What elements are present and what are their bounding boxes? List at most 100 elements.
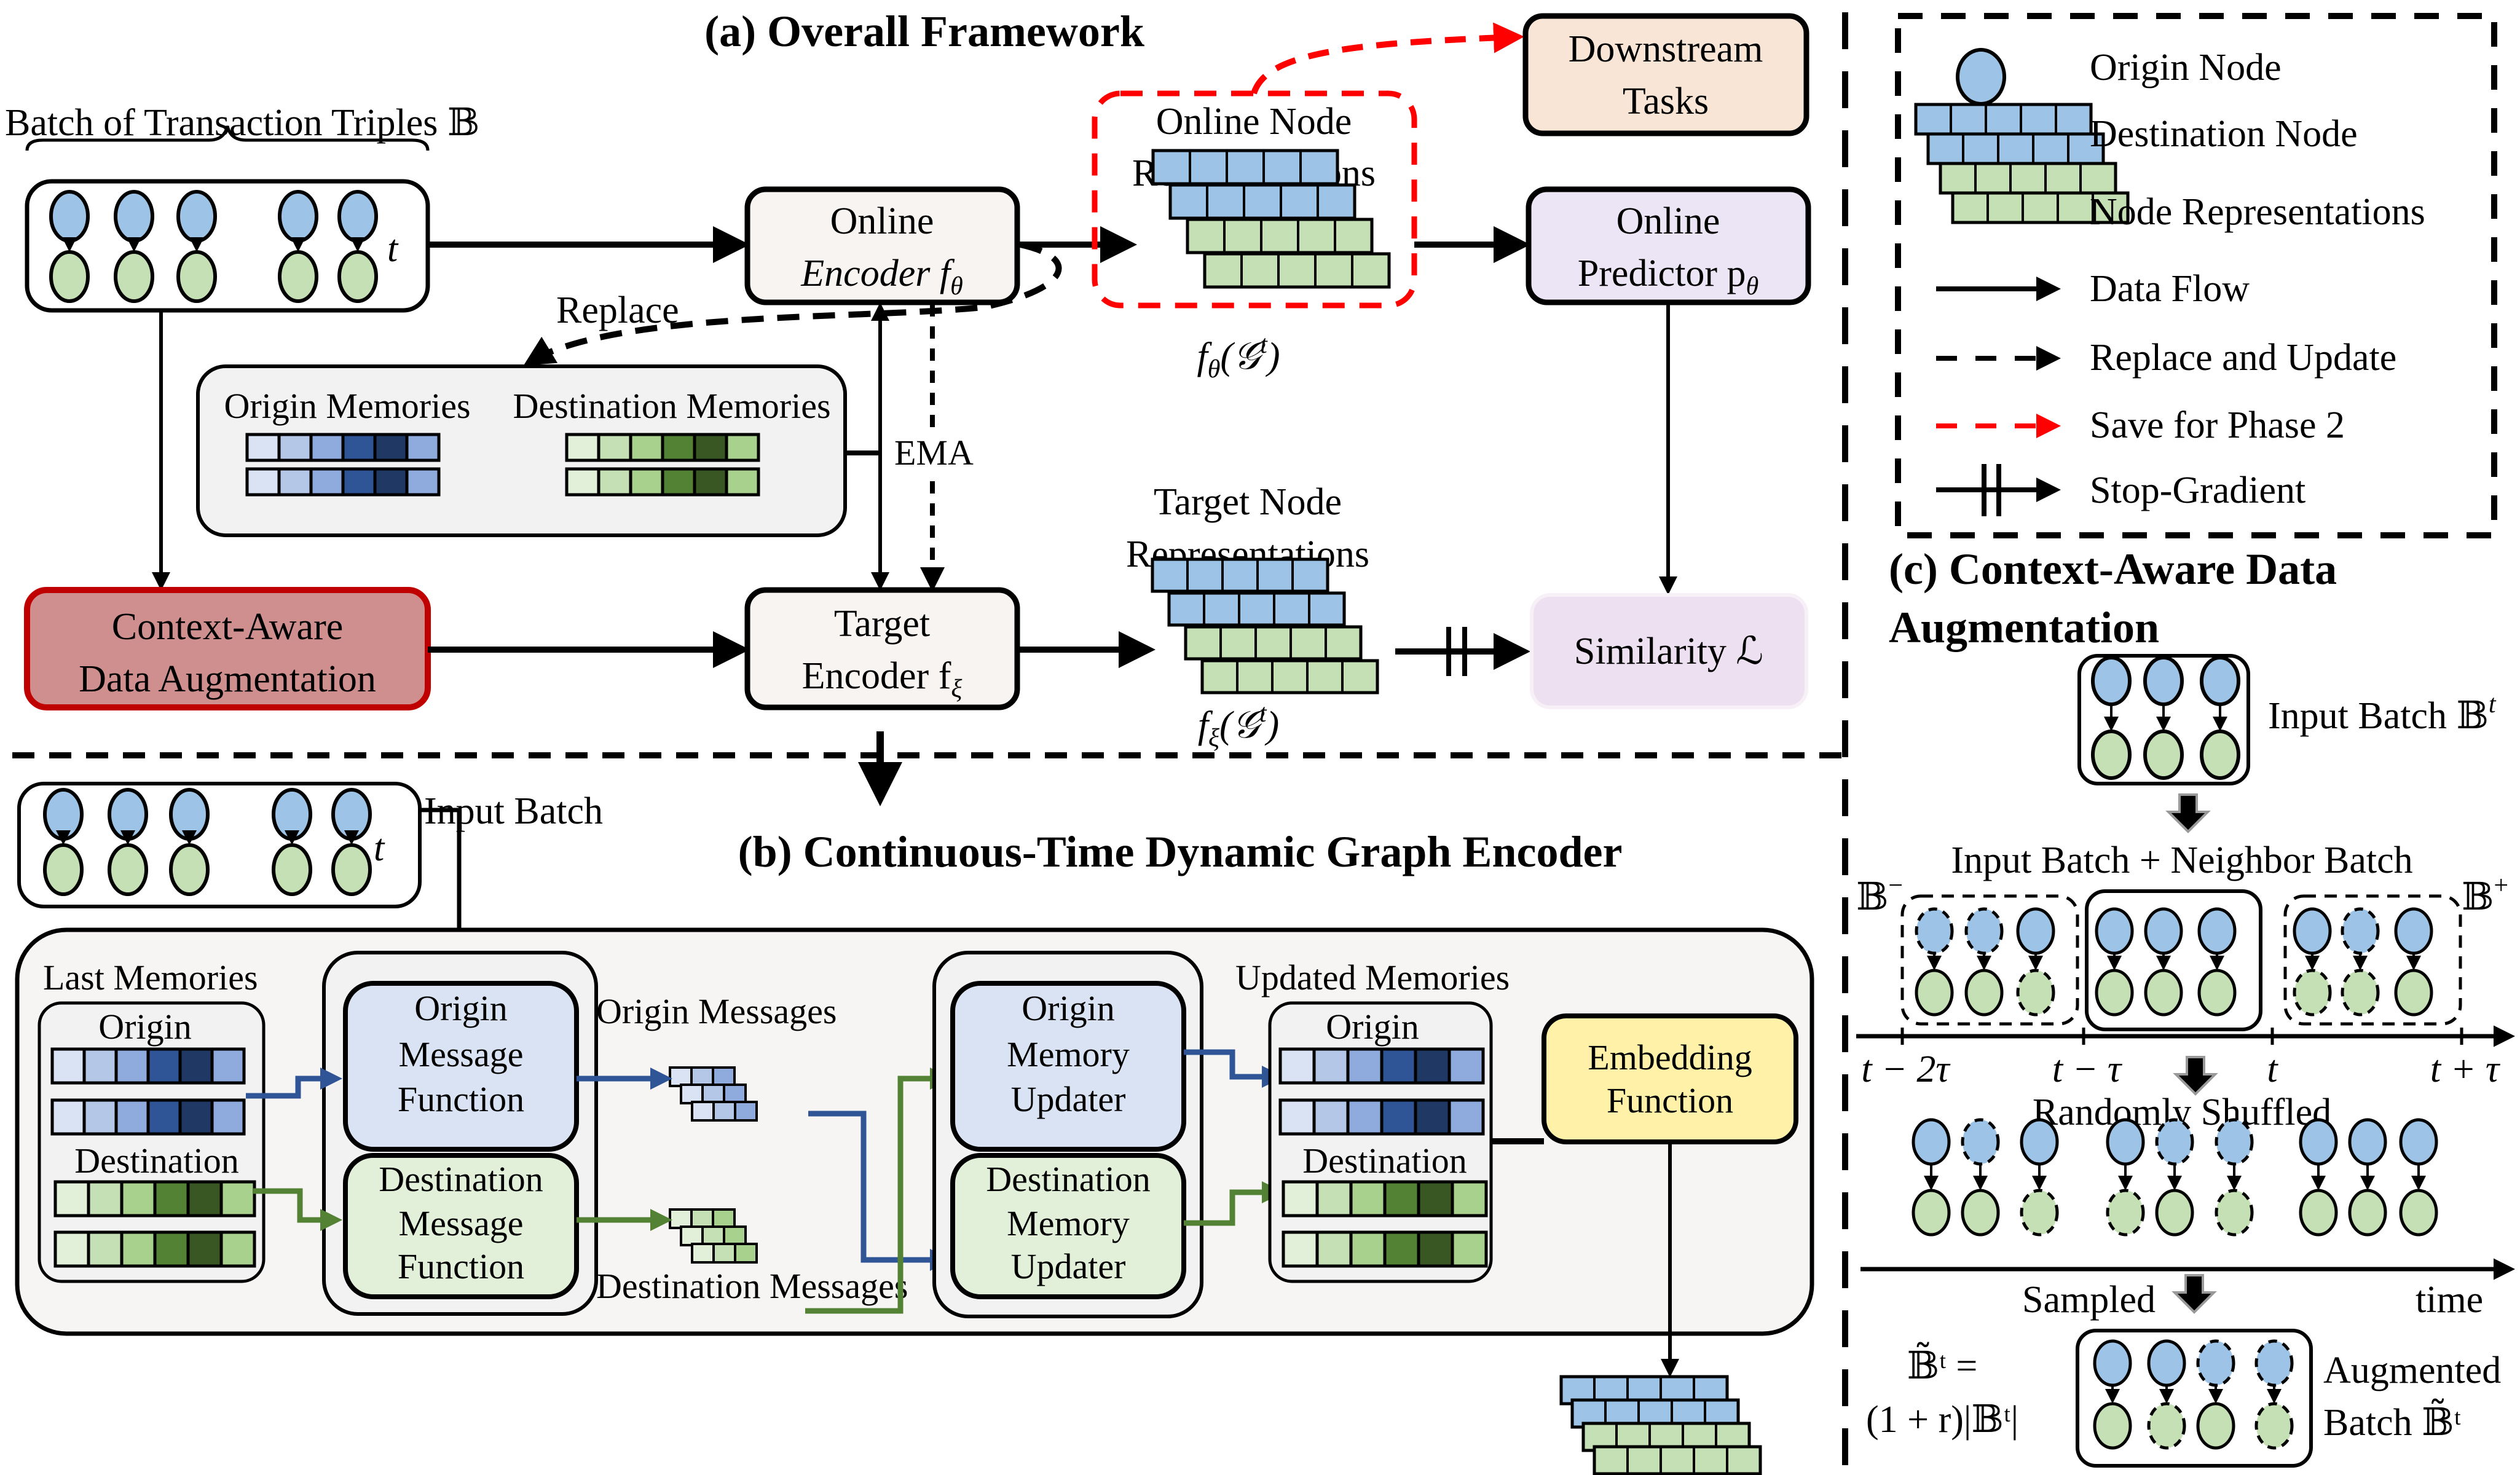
panel-c-title-1: (c) Context-Aware Data	[1889, 545, 2337, 594]
memory-cell	[53, 1180, 90, 1217]
embedding-line2: Function	[1607, 1080, 1733, 1120]
memory-vector	[50, 1047, 246, 1085]
transaction-triple	[43, 788, 84, 896]
origin-node	[176, 190, 217, 243]
augmentation-line1: Context-Aware	[112, 606, 344, 648]
origin-node	[2399, 1118, 2438, 1166]
message-vector	[680, 1225, 747, 1246]
transaction-triple	[2143, 656, 2184, 780]
destination-node	[2215, 1189, 2254, 1237]
memory-cell	[725, 433, 760, 462]
destination-memory-updater[interactable]: Destination Memory Updater	[950, 1153, 1186, 1299]
origin-node	[337, 190, 378, 243]
memory-cell	[153, 1180, 190, 1217]
origin-node	[331, 788, 372, 841]
arrow-dest-messages-to-origin-updater	[805, 1068, 952, 1314]
transaction-triple	[2215, 1118, 2254, 1237]
online-encoder-line1: Online	[830, 200, 934, 242]
memory-cell	[661, 467, 696, 497]
updated-destination-label: Destination	[1302, 1141, 1467, 1181]
origin-node	[2200, 656, 2240, 706]
message-cell	[691, 1101, 715, 1122]
transaction-triple	[2144, 907, 2183, 1017]
destination-node	[2254, 1402, 2294, 1450]
transaction-triple	[169, 788, 210, 896]
origin-node	[169, 788, 210, 841]
destination-node	[2200, 730, 2240, 780]
online-predictor[interactable]: Online Predictor pθ	[1526, 186, 1811, 305]
memory-cell	[597, 467, 632, 497]
destination-memories-title: Destination Memories	[513, 386, 830, 426]
origin-node	[2341, 907, 2380, 955]
memory-cell	[693, 467, 728, 497]
memory-vector	[1278, 1098, 1485, 1136]
origin-node	[2106, 1118, 2145, 1166]
memory-cell	[341, 433, 377, 462]
origin-memory-updater[interactable]: Origin Memory Updater	[950, 981, 1186, 1152]
dest-updater-line2: Memory	[1007, 1203, 1130, 1243]
similarity-loss-box[interactable]: Similarity ℒ	[1530, 593, 1808, 709]
neighbor-batch-label: Input Batch + Neighbor Batch	[1951, 840, 2412, 881]
embedding-function[interactable]: Embedding Function	[1542, 1013, 1798, 1144]
message-cell	[712, 1243, 736, 1264]
downstream-tasks-box[interactable]: Downstream Tasks	[1522, 13, 1809, 136]
memory-cell	[1278, 1047, 1316, 1085]
destination-message-function[interactable]: Destination Message Function	[343, 1153, 579, 1299]
destination-node	[1961, 1189, 2000, 1237]
destination-node	[2155, 1189, 2194, 1237]
message-vector	[669, 1208, 736, 1229]
tick-label-2: t − τ	[2052, 1048, 2123, 1090]
transaction-triple	[272, 788, 312, 896]
destination-node	[1915, 969, 1954, 1017]
target-encoder[interactable]: Target Encoder fξ	[744, 587, 1020, 710]
memory-vector	[565, 467, 760, 497]
destination-node	[2341, 969, 2380, 1017]
memory-cell	[178, 1098, 214, 1136]
memory-cell	[1447, 1098, 1485, 1136]
origin-node	[2197, 907, 2237, 955]
updated-origin-label: Origin	[1326, 1007, 1419, 1047]
memory-cell	[1380, 1098, 1417, 1136]
memory-cell	[1278, 1098, 1316, 1136]
origin-message-function[interactable]: Origin Message Function	[343, 981, 579, 1152]
ema-label-bg	[888, 430, 974, 473]
origin-node	[2093, 1339, 2132, 1387]
updated-memories-label: Updated Memories	[1235, 958, 1510, 997]
origin-node	[2144, 907, 2183, 955]
memory-cell	[1349, 1230, 1387, 1268]
tick-label-4: t + τ	[2430, 1048, 2501, 1090]
message-cell	[669, 1066, 693, 1087]
memory-cell	[565, 467, 600, 497]
legend: Origin Node Destination Node Node Repres…	[1895, 13, 2497, 538]
context-aware-augmentation-box[interactable]: Context-Aware Data Augmentation	[24, 587, 431, 710]
destination-node	[272, 843, 312, 896]
batch-time: t	[387, 228, 399, 270]
input-batch-c-label: Input Batch 𝔹t	[2268, 690, 2497, 737]
memory-cell	[87, 1180, 124, 1217]
legend-replace-update: Replace and Update	[2090, 337, 2396, 379]
representation-row	[1168, 183, 1356, 220]
transaction-triple	[2299, 1118, 2338, 1237]
transaction-triple	[108, 788, 148, 896]
destination-node	[2091, 730, 2132, 780]
destination-node	[2196, 1402, 2235, 1450]
transaction-triple	[49, 190, 90, 303]
memory-cell	[1282, 1180, 1319, 1217]
memory-cell	[53, 1230, 90, 1268]
destination-node	[2197, 969, 2237, 1017]
transaction-triple	[2254, 1339, 2294, 1450]
memory-cell	[693, 433, 728, 462]
down-block-arrow-icon	[2172, 1274, 2217, 1314]
memory-vector	[53, 1230, 256, 1268]
origin-node	[2147, 1339, 2186, 1387]
message-cell	[712, 1066, 736, 1087]
online-predictor-line2: Predictor pθ	[1578, 253, 1758, 301]
online-predictor-line1: Online	[1616, 200, 1720, 242]
dest-updater-line1: Destination	[986, 1159, 1150, 1199]
online-encoder[interactable]: Online Encoder fθ	[744, 186, 1020, 305]
down-block-arrow-icon	[2165, 793, 2211, 833]
target-rep-line1: Target Node	[1154, 481, 1342, 523]
memory-cell	[1346, 1098, 1384, 1136]
augmented-line2: Batch 𝔹̃ᵗ	[2323, 1398, 2461, 1444]
transaction-triple	[2093, 1339, 2132, 1450]
